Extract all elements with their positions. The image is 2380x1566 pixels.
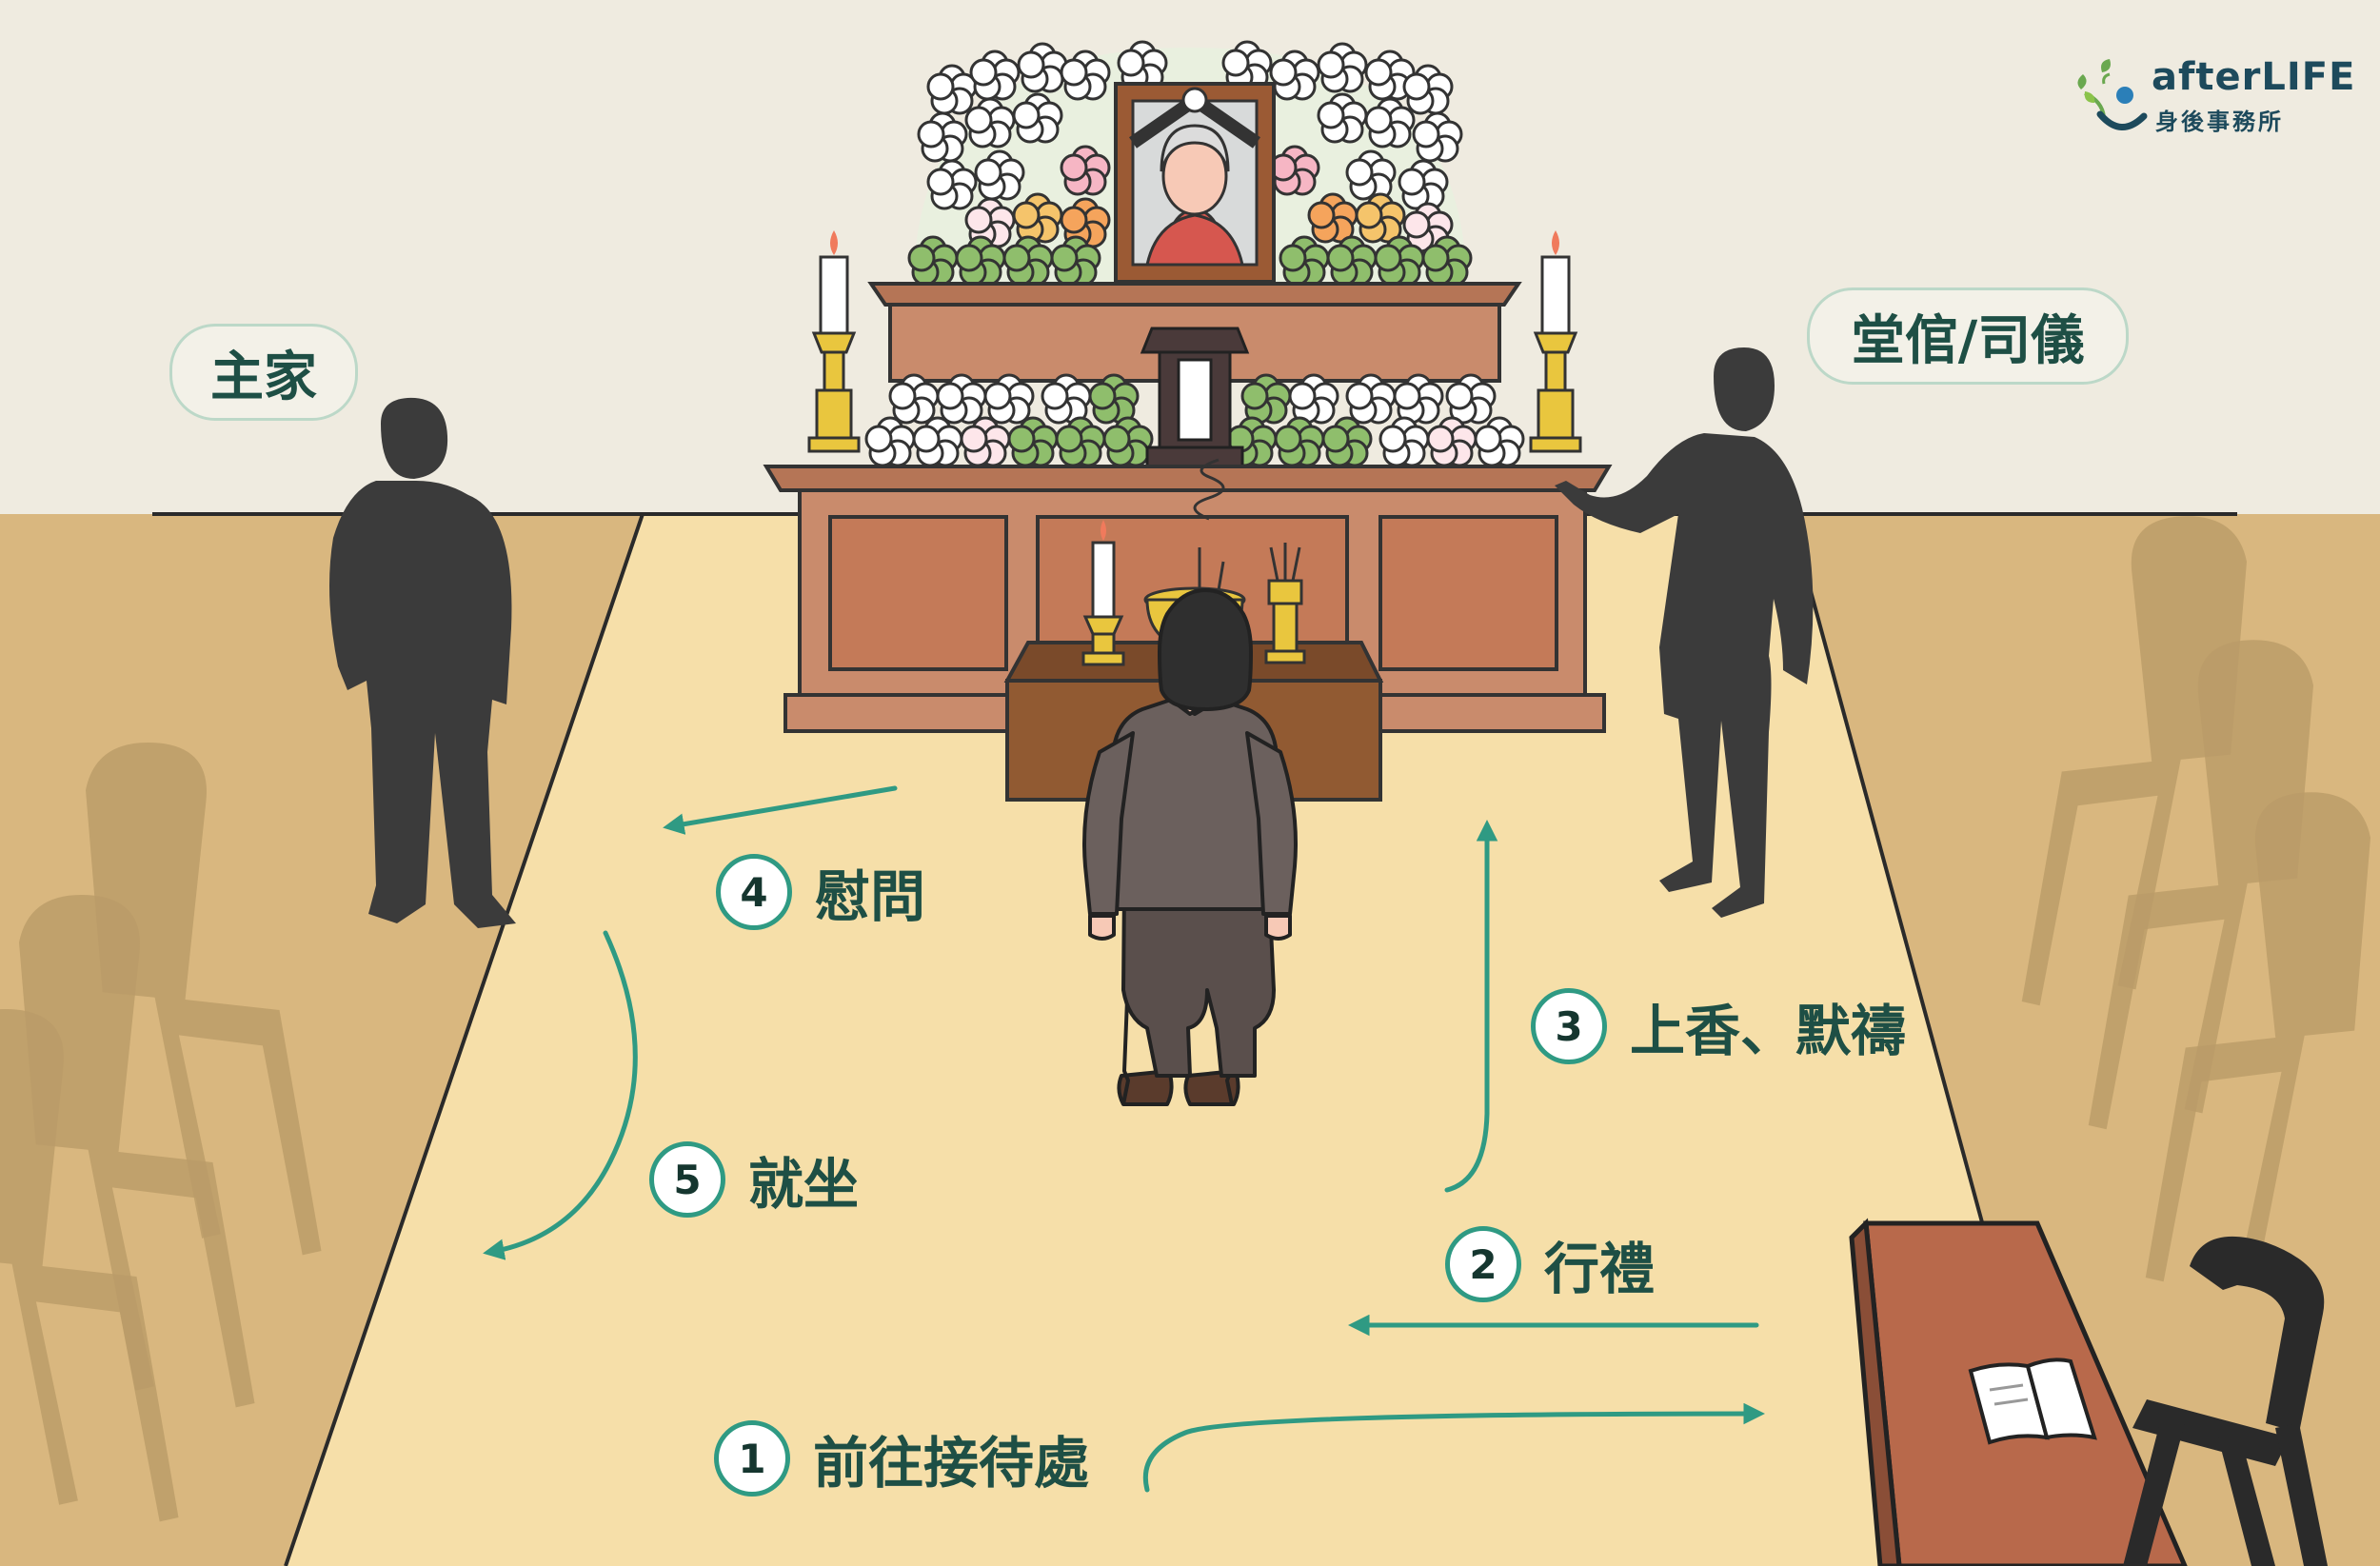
step-2: 2 行禮: [1445, 1224, 1655, 1304]
step-5: 5 就坐: [649, 1140, 859, 1219]
incense-holder: [1264, 543, 1306, 664]
arrow-step-4: [663, 785, 898, 835]
brand-logo: afterLIFE 身後事務所: [2075, 55, 2354, 141]
step-1: 1 前往接待處: [714, 1418, 1089, 1498]
role-officiant-text: 堂倌/司儀: [1851, 309, 2085, 372]
tall-candle-left: [807, 230, 861, 453]
step-3: 3 上香、默禱: [1531, 986, 1906, 1066]
reception-chair: [2123, 1236, 2328, 1566]
arrow-step-1: [1142, 1402, 1765, 1493]
step-2-label: 行禮: [1544, 1237, 1656, 1301]
step-4: 4 慰問: [716, 852, 925, 932]
officiant-silhouette: [1555, 347, 1814, 918]
guest-book-icon: [1968, 1358, 2097, 1445]
step-1-label: 前往接待處: [813, 1431, 1090, 1496]
brand-subtitle: 身後事務所: [2155, 109, 2284, 135]
role-officiant-label: 堂倌/司儀: [1807, 287, 2129, 385]
brand-name: afterLIFE: [2152, 55, 2356, 99]
small-candle: [1081, 520, 1125, 666]
arrow-step-5: [483, 930, 638, 1260]
step-4-label: 慰問: [815, 864, 926, 929]
step-5-label: 就坐: [748, 1152, 860, 1217]
leaf-person-logo-icon: [2077, 59, 2148, 130]
spirit-tablet-lantern: [1140, 327, 1250, 468]
role-host-text: 主家: [210, 346, 317, 408]
step-2-number: 2: [1445, 1226, 1521, 1302]
mourner-figure: [1082, 588, 1298, 1106]
memorial-portrait: [1114, 82, 1276, 284]
step-4-number: 4: [716, 854, 792, 930]
role-host-label: 主家: [169, 324, 358, 421]
reception-desk: [1849, 1218, 2188, 1566]
step-3-label: 上香、默禱: [1630, 999, 1907, 1063]
step-3-number: 3: [1531, 988, 1607, 1064]
flow-arrows: [483, 785, 1765, 1493]
arrow-step-3: [1444, 820, 1498, 1193]
step-5-number: 5: [649, 1141, 725, 1218]
step-1-number: 1: [714, 1420, 790, 1497]
tall-candle-right: [1529, 230, 1582, 453]
host-silhouette: [329, 397, 516, 928]
